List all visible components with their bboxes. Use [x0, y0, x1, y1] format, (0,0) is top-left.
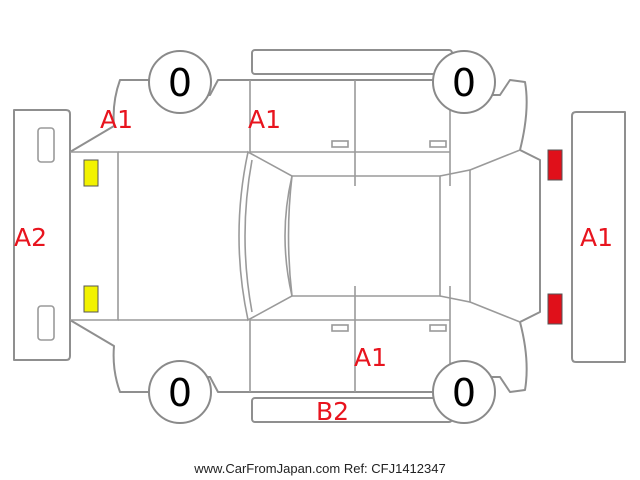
tire-front-left: 0 [148, 50, 212, 114]
tire-rear-right-value: 0 [452, 371, 476, 415]
damage-label-left-fender: A1 [100, 105, 133, 134]
headlamp-top [83, 159, 99, 187]
footer-reference: www.CarFromJapan.com Ref: CFJ1412347 [193, 461, 445, 476]
taillamp-top [547, 149, 563, 181]
damage-label-right-rocker: B2 [316, 397, 349, 426]
body-panels [70, 80, 521, 392]
side-rocker-bottom [251, 397, 453, 423]
tire-rear-left-value: 0 [452, 61, 476, 105]
damage-label-front-bumper: A2 [14, 223, 47, 252]
damage-label-rear-bumper: A1 [580, 223, 613, 252]
tire-front-right: 0 [148, 360, 212, 424]
rear-bumper [571, 111, 626, 363]
side-rocker-top [251, 49, 453, 75]
damage-label-left-front-door: A1 [248, 105, 281, 134]
taillamp-bottom [547, 293, 563, 325]
headlamp-bottom [83, 285, 99, 313]
tire-front-left-value: 0 [168, 61, 192, 105]
front-bumper [13, 109, 71, 361]
tire-front-right-value: 0 [168, 371, 192, 415]
damage-label-right-door: A1 [354, 343, 387, 372]
tire-rear-left: 0 [432, 50, 496, 114]
tire-rear-right: 0 [432, 360, 496, 424]
